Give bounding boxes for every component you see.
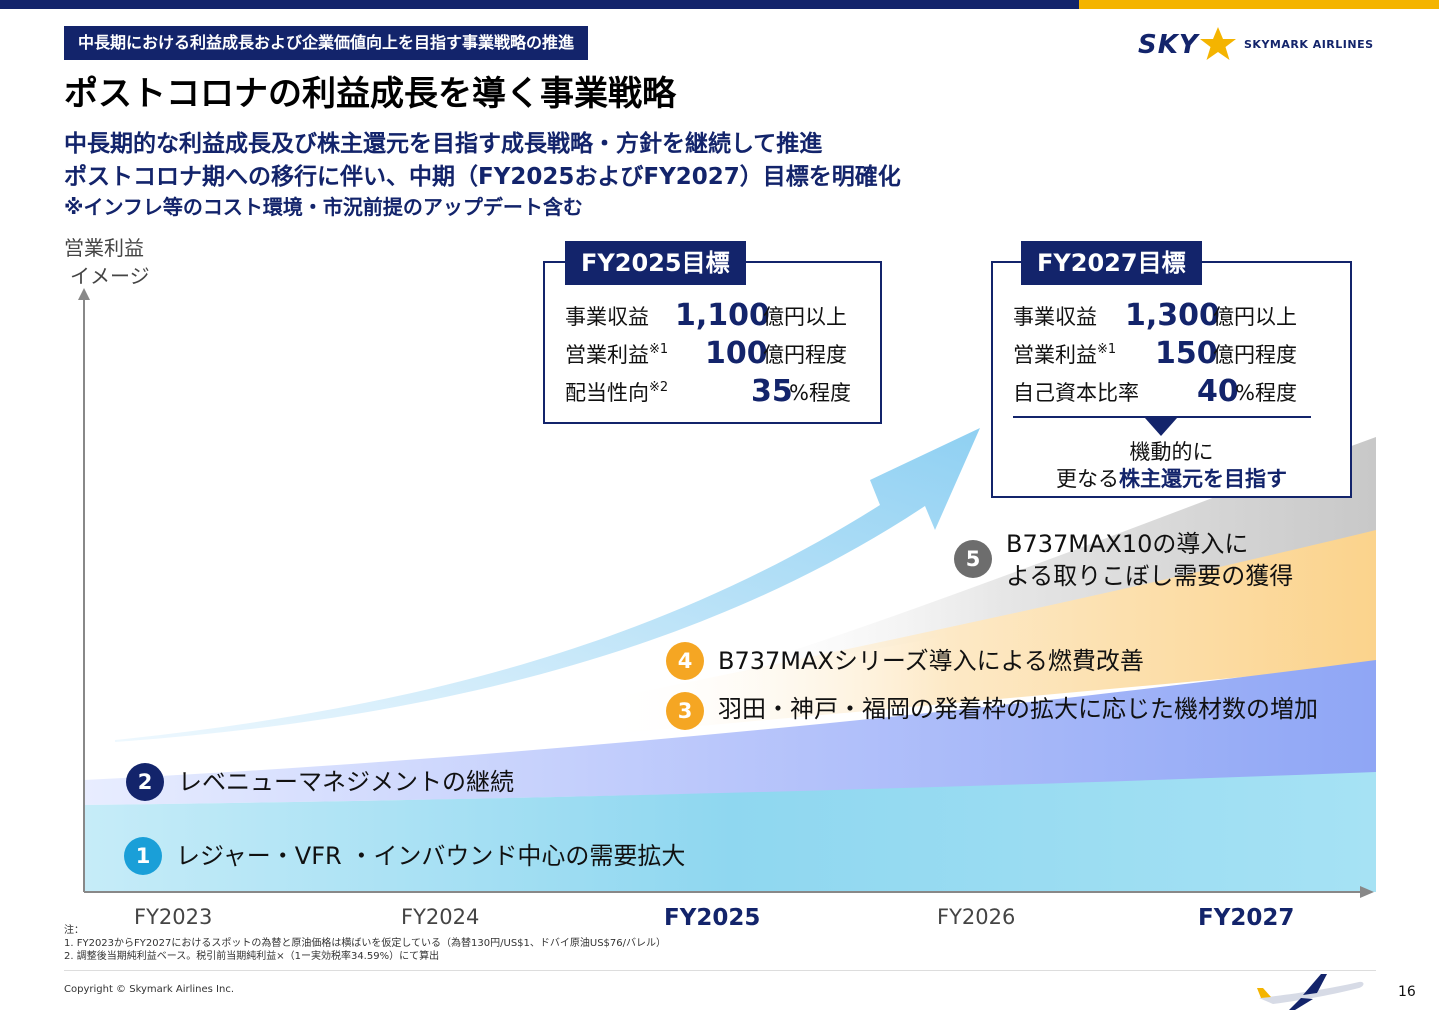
- logo-name: SKYMARK AIRLINES: [1244, 38, 1374, 51]
- row-unit: %程度: [789, 381, 851, 405]
- row-label: 事業収益: [565, 305, 649, 329]
- company-logo: SKY SKYMARK AIRLINES: [1136, 24, 1376, 64]
- x-tick-fy2024: FY2024: [401, 905, 480, 929]
- row-value: 100: [705, 336, 768, 371]
- fy2025-target-heading: FY2025目標: [565, 241, 746, 285]
- strategy-1-badge: 1: [124, 837, 162, 875]
- row-label: 営業利益※1: [565, 342, 669, 367]
- strategy-1-text: レジャー・VFR ・インバウンド中心の需要拡大: [176, 842, 686, 870]
- copyright: Copyright © Skymark Airlines Inc.: [64, 984, 234, 995]
- logo-text: SKY: [1138, 30, 1199, 60]
- strategy-4-text: B737MAXシリーズ導入による燃費改善: [718, 647, 1144, 675]
- shareholder-return-text: 機動的に 更なる株主還元を目指す: [993, 439, 1350, 493]
- row-unit: 億円程度: [763, 343, 847, 367]
- row-value: 150: [1155, 336, 1218, 371]
- star-icon: [1200, 27, 1236, 60]
- row-value: 1,300: [1125, 298, 1220, 333]
- subtitle-1: 中長期的な利益成長及び株主還元を目指す成長戦略・方針を継続して推進: [64, 131, 823, 157]
- page-title: ポストコロナの利益成長を導く事業戦略: [64, 74, 676, 114]
- subtitle-3: ※インフレ等のコスト環境・市況前提のアップデート含む: [64, 195, 583, 219]
- strategy-5-badge: 5: [954, 540, 992, 578]
- row-unit: 億円程度: [1213, 343, 1297, 367]
- fy2027-row-revenue: 事業収益 1,300 億円以上: [1013, 298, 1333, 335]
- down-triangle-icon: [1145, 418, 1177, 436]
- return-line-2: 更なる株主還元を目指す: [1056, 467, 1287, 491]
- fy2027-row-operating-profit: 営業利益※1 150 億円程度: [1013, 336, 1333, 373]
- strategy-4-badge: 4: [666, 642, 704, 680]
- fy2027-target-heading: FY2027目標: [1021, 241, 1202, 285]
- layer-3-area: [84, 660, 1376, 805]
- row-unit: %程度: [1235, 381, 1297, 405]
- row-value: 35: [751, 374, 793, 409]
- fy2025-target-box: FY2025目標 事業収益 1,100 億円以上 営業利益※1 100 億円程度…: [543, 241, 882, 424]
- layer-4-area: [600, 530, 1376, 735]
- strategy-3-badge: 3: [666, 692, 704, 730]
- top-bar-accent: [1079, 0, 1439, 9]
- row-label: 自己資本比率: [1013, 381, 1139, 405]
- fy2025-row-operating-profit: 営業利益※1 100 億円程度: [565, 336, 865, 373]
- row-unit: 億円以上: [763, 305, 847, 329]
- fy2025-row-payout-ratio: 配当性向※2 35 %程度: [565, 374, 865, 411]
- x-tick-fy2025: FY2025: [664, 905, 761, 931]
- y-axis-label-line-1: 営業利益: [64, 236, 144, 260]
- row-label: 事業収益: [1013, 305, 1097, 329]
- fy2027-divider: [1013, 416, 1311, 418]
- strategy-2-badge: 2: [126, 763, 164, 801]
- fy2025-row-revenue: 事業収益 1,100 億円以上: [565, 298, 865, 335]
- footnote-2: 2. 調整後当期純利益ベース。税引前当期純利益×（1ー実効税率34.59%）にて…: [64, 951, 440, 962]
- fy2027-row-equity-ratio: 自己資本比率 40 %程度: [1013, 374, 1333, 411]
- x-tick-fy2026: FY2026: [937, 905, 1016, 929]
- x-tick-fy2027: FY2027: [1198, 905, 1295, 931]
- footnote-1: 1. FY2023からFY2027におけるスポットの為替と原油価格は横ばいを仮定…: [64, 938, 667, 949]
- row-value: 1,100: [675, 298, 770, 333]
- strategy-5-text-line-1: B737MAX10の導入に: [1006, 530, 1249, 558]
- footer-divider: [64, 970, 1376, 971]
- footnotes: 注： 1. FY2023からFY2027におけるスポットの為替と原油価格は横ばい…: [64, 924, 666, 963]
- subtitle-2: ポストコロナ期への移行に伴い、中期（FY2025およびFY2027）目標を明確化: [64, 164, 901, 190]
- layer-5-area: [700, 437, 1376, 680]
- y-axis-label-line-2: イメージ: [70, 264, 150, 288]
- strategy-5-text-line-2: よる取りこぼし需要の獲得: [1006, 562, 1294, 590]
- top-bar: [0, 0, 1439, 9]
- section-tag: 中長期における利益成長および企業価値向上を目指す事業戦略の推進: [64, 26, 589, 60]
- strategy-3-text: 羽田・神戸・福岡の発着枠の拡大に応じた機材数の増加: [718, 695, 1318, 723]
- airplane-icon: [1257, 974, 1364, 1010]
- layer-1-area: [84, 772, 1376, 892]
- row-value: 40: [1197, 374, 1239, 409]
- return-line-1: 機動的に: [1129, 440, 1214, 464]
- page-number: 16: [1398, 984, 1416, 1000]
- y-axis-label: 営業利益 イメージ: [64, 234, 164, 290]
- row-label: 営業利益※1: [1013, 342, 1117, 367]
- x-tick-fy2023: FY2023: [134, 905, 213, 929]
- y-axis-arrowhead: [78, 288, 90, 300]
- strategy-2-text: レベニューマネジメントの継続: [178, 768, 514, 796]
- fy2027-target-box: FY2027目標 事業収益 1,300 億円以上 営業利益※1 150 億円程度…: [991, 241, 1352, 498]
- footnote-header: 注：: [64, 925, 84, 936]
- x-axis-arrowhead: [1360, 886, 1374, 898]
- row-label: 配当性向※2: [565, 380, 669, 405]
- row-unit: 億円以上: [1213, 305, 1297, 329]
